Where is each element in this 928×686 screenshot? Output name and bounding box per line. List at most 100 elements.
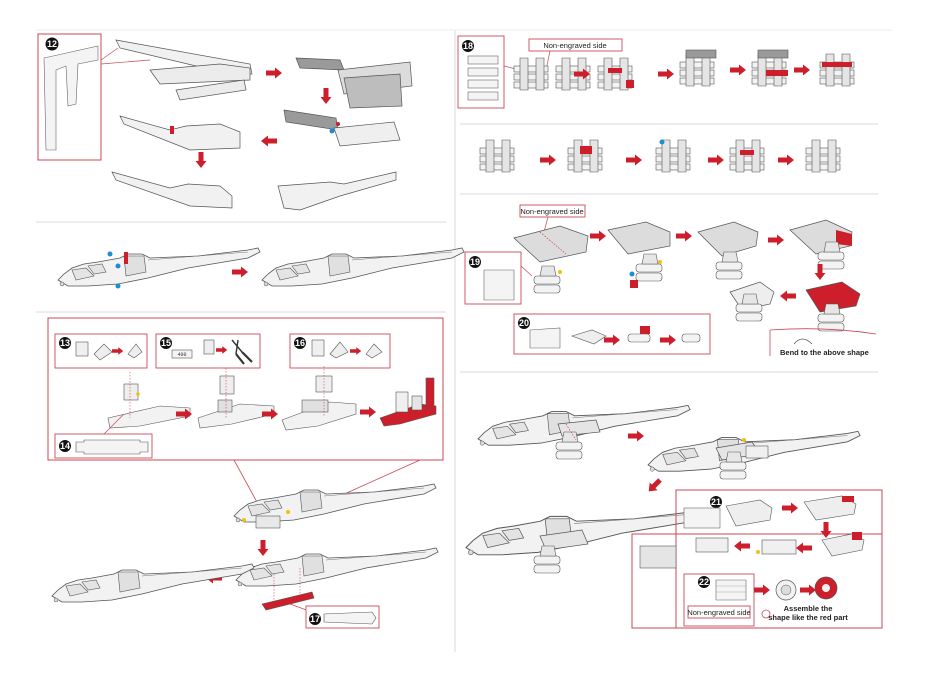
flat-part-outline bbox=[75, 439, 149, 455]
non-engraved-label: Non-engraved side bbox=[687, 608, 750, 617]
step-number-badge bbox=[45, 37, 59, 51]
non-engraved-label: Non-engraved side bbox=[520, 207, 583, 216]
blue-fold-marker bbox=[115, 283, 121, 289]
rocket-rack bbox=[655, 139, 691, 173]
step-21-22: 21 22 Non-engraved side Assemble the sha… bbox=[631, 489, 883, 629]
step-number-badge bbox=[710, 496, 722, 508]
small-part bbox=[395, 391, 409, 413]
arrow-icon bbox=[708, 154, 724, 166]
arrow-icon bbox=[360, 406, 376, 418]
blue-fold-marker bbox=[659, 139, 665, 145]
guide-line bbox=[565, 423, 577, 441]
rocket-pod bbox=[715, 251, 743, 280]
step-12: 12 bbox=[37, 33, 413, 211]
step-number-badge bbox=[59, 337, 71, 349]
step-number: 20 bbox=[519, 318, 529, 328]
wing-panel bbox=[513, 225, 589, 263]
tail-part bbox=[149, 63, 251, 85]
arrow-icon bbox=[658, 68, 674, 80]
label-box bbox=[519, 204, 586, 218]
red-part bbox=[626, 80, 634, 88]
rocket-rack bbox=[729, 139, 765, 173]
helicopter-with-wings bbox=[465, 404, 861, 574]
yellow-glue-marker bbox=[742, 438, 746, 442]
gray-part bbox=[757, 49, 789, 59]
step-number-badge bbox=[698, 576, 710, 588]
step-number: 16 bbox=[295, 338, 305, 348]
step-number: 17 bbox=[310, 614, 320, 624]
red-part bbox=[580, 146, 592, 154]
gray-part bbox=[295, 57, 345, 71]
engine-part bbox=[639, 545, 677, 569]
wing-panel bbox=[697, 221, 759, 257]
step-17: 17 bbox=[305, 605, 380, 629]
flat-rack-outline bbox=[467, 55, 499, 101]
gray-part bbox=[685, 49, 717, 59]
yellow-glue-marker bbox=[242, 518, 246, 522]
rack-sequence bbox=[479, 139, 841, 173]
rocket-pod bbox=[533, 265, 561, 294]
flat-part-outline bbox=[715, 579, 747, 601]
floor-part bbox=[107, 405, 191, 429]
assemble-instruction-line1: Assemble the bbox=[784, 604, 833, 613]
arrow-icon bbox=[266, 67, 282, 79]
steps-13-17: 13 15 400 16 bbox=[47, 317, 444, 515]
arrow-icon bbox=[780, 290, 796, 302]
rocket-tube bbox=[627, 333, 651, 343]
engine-part bbox=[695, 537, 729, 553]
floor-part bbox=[281, 401, 357, 431]
red-part bbox=[630, 280, 638, 288]
blue-fold-marker bbox=[115, 263, 121, 269]
red-marker bbox=[170, 126, 174, 134]
red-part bbox=[822, 62, 852, 67]
arrow-icon bbox=[800, 584, 816, 596]
engine-part bbox=[725, 499, 773, 527]
leader-line bbox=[100, 59, 151, 65]
yellow-glue-marker bbox=[136, 392, 140, 396]
flat-part-outline bbox=[529, 327, 561, 349]
step-number: 15 bbox=[161, 338, 171, 348]
highlight-circle bbox=[761, 609, 771, 619]
non-engraved-label: Non-engraved side bbox=[543, 41, 606, 50]
leader-line bbox=[103, 413, 125, 435]
small-part bbox=[571, 329, 607, 345]
rocket-rack bbox=[479, 139, 515, 173]
arrow-icon bbox=[320, 88, 332, 104]
small-part bbox=[301, 399, 329, 413]
yellow-glue-marker bbox=[286, 510, 290, 514]
blue-fold-marker bbox=[107, 251, 113, 257]
step-19: Non-engraved side 19 Bend to bbox=[464, 204, 877, 357]
arrow-icon bbox=[796, 542, 812, 554]
step-18: 18 Non-engraved side bbox=[457, 35, 855, 109]
flat-part-outline bbox=[323, 611, 377, 625]
red-part bbox=[425, 377, 435, 409]
rocket-rack bbox=[513, 57, 549, 91]
arrow-icon bbox=[261, 135, 277, 147]
arrow-icon bbox=[628, 430, 644, 442]
small-part bbox=[311, 339, 325, 357]
arrow-icon bbox=[257, 540, 269, 556]
stub-wing bbox=[539, 529, 589, 551]
fuselage-with-bottom-strip bbox=[206, 547, 439, 613]
helicopter-fuselage bbox=[51, 563, 255, 603]
gray-part bbox=[283, 109, 339, 131]
label-box bbox=[528, 38, 623, 52]
arrow-icon bbox=[540, 154, 556, 166]
bend-arc-icon bbox=[793, 338, 813, 345]
arrow-icon bbox=[734, 540, 750, 552]
bend-leader bbox=[769, 328, 877, 335]
step-number-badge bbox=[294, 337, 306, 349]
tool-mark: 400 bbox=[177, 352, 186, 358]
blue-fold-marker bbox=[629, 271, 635, 277]
step-20: 20 bbox=[513, 313, 711, 355]
tail-assembly bbox=[111, 171, 233, 209]
step-number: 21 bbox=[711, 497, 721, 507]
engine-part bbox=[745, 445, 769, 459]
arrow-icon bbox=[730, 64, 746, 76]
red-part bbox=[766, 70, 788, 76]
engine-part bbox=[761, 539, 797, 555]
arrow-icon bbox=[782, 502, 798, 514]
rocket-rack bbox=[679, 53, 715, 87]
